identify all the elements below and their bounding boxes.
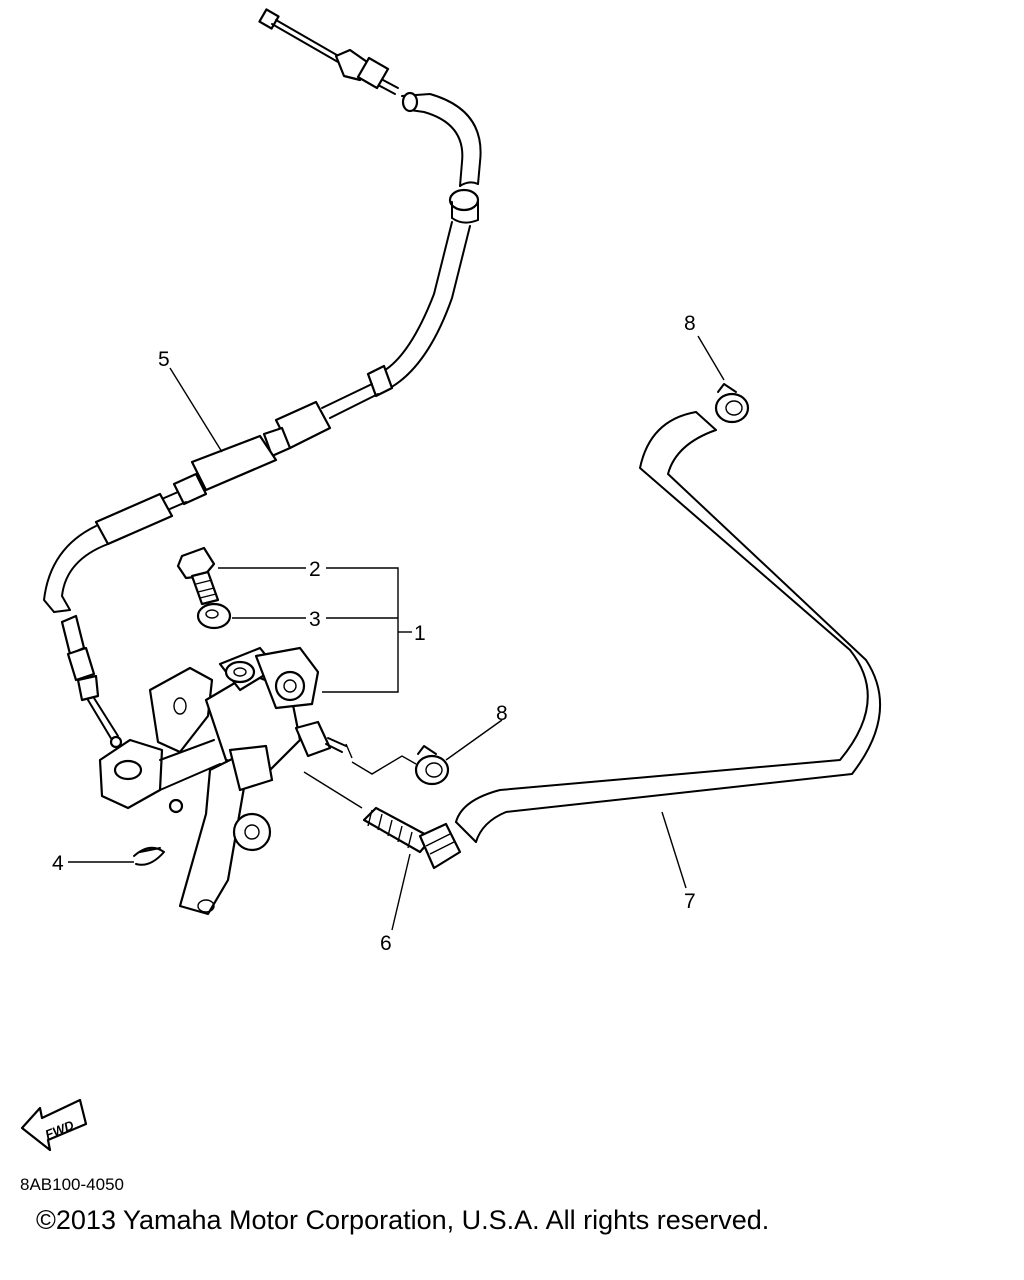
hose-clamp-mid: [414, 745, 450, 786]
callout-4: 4: [52, 852, 64, 875]
diagram-part-code: 8AB100-4050: [20, 1175, 124, 1194]
forward-direction-arrow-icon: FWD: [20, 1098, 88, 1152]
oil-pump-cable: [43, 8, 482, 749]
callout-2: 2: [309, 558, 321, 581]
oil-pump-assembly: [98, 646, 353, 916]
callout-8-mid: 8: [496, 702, 508, 725]
leader-lines: [68, 335, 725, 931]
bolt: [176, 546, 220, 606]
oil-hose: [455, 411, 882, 843]
callout-8-top: 8: [684, 312, 696, 335]
callout-3: 3: [309, 608, 321, 631]
connection-line: [351, 755, 417, 775]
hose-clamp-top: [714, 383, 750, 424]
callout-1: 1: [414, 622, 426, 645]
callout-7: 7: [684, 890, 696, 913]
centerline-screw: [303, 771, 363, 809]
copyright-notice: ©2013 Yamaha Motor Corporation, U.S.A. A…: [36, 1205, 770, 1235]
washer: [196, 602, 232, 630]
callout-6: 6: [380, 932, 392, 955]
clip: [133, 846, 165, 866]
adjusting-screw: [362, 806, 462, 870]
callout-5: 5: [158, 348, 170, 371]
